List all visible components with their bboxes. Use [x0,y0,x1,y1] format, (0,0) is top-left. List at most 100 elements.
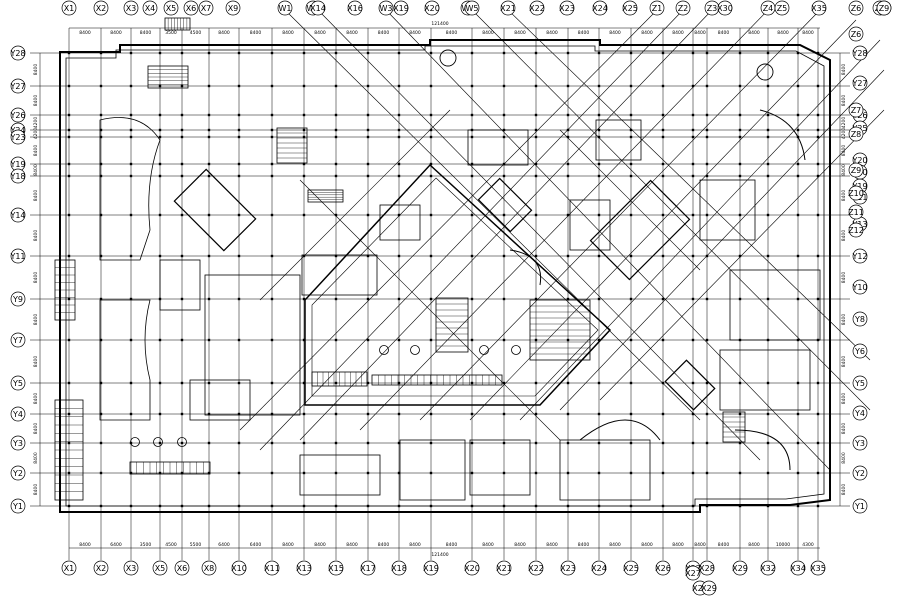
round-column [379,345,389,355]
diagonal-axes [239,9,885,471]
dim-total-bottom: 121400 [431,552,448,558]
top-axis-label-text: X2 [96,4,107,13]
column [502,254,506,258]
right-axis-label-circle [852,75,868,91]
diag-axis-label-text: Z10 [848,189,864,198]
column [180,128,184,132]
column [302,441,306,445]
left-axis-label-text: Y27 [9,82,25,91]
column [502,135,506,139]
column [302,84,306,88]
bottom-axis-label-circle [264,560,280,576]
left-axis-label-circle [10,332,26,348]
right-axis-label-text: Y19 [851,182,867,191]
column [796,128,800,132]
top-axis-label-circle [277,0,293,16]
top-axis-label-circle [592,0,608,16]
top-axis-label-text: X16 [347,4,363,13]
dim-text-bottom: 8400 [314,542,326,548]
column [67,254,71,258]
column [766,412,770,416]
column [629,441,633,445]
column [629,162,633,166]
column [302,338,306,342]
column [302,128,306,132]
right-axis-label-circle [852,435,868,451]
column [766,135,770,139]
column [470,51,474,55]
column [661,113,665,117]
column [129,441,133,445]
top-axis-label-text: X6 [186,4,197,13]
diag-axis-label-circle [848,204,864,220]
left-axis-label-text: Y9 [12,295,23,304]
column [470,84,474,88]
column [534,471,538,475]
left-curve-zone [99,117,161,261]
column [796,441,800,445]
top-axis-label-circle [811,0,827,16]
dim-text-right: 8400 [841,452,847,464]
column [207,441,211,445]
diag-axis-label-circle [848,185,864,201]
column [597,135,601,139]
column [67,213,71,217]
dim-text-bottom: 8400 [748,542,760,548]
left-axis-label-text: Y19 [9,160,25,169]
column [180,338,184,342]
column [661,135,665,139]
top-axis-label-text: X4 [145,4,156,13]
column [661,51,665,55]
column [397,338,401,342]
top-axis-label-circle [675,0,691,16]
column [129,338,133,342]
fan-symbol [756,63,774,81]
bottom-axis-label-circle [623,560,639,576]
dim-text-top: 8400 [694,30,706,36]
column [207,297,211,301]
column [766,297,770,301]
dim-text-top: 8400 [718,30,730,36]
column [597,51,601,55]
bottom-axis-label-circle [328,560,344,576]
dim-text-left: 4200 [33,117,39,129]
top-axis-label-text: X20 [424,4,440,13]
column [597,254,601,258]
bottom-axis-label-circle [296,560,312,576]
column [796,381,800,385]
column [99,113,103,117]
column [661,174,665,178]
column [705,471,709,475]
column [796,504,800,508]
column [397,162,401,166]
dim-text-top: 8400 [446,30,458,36]
bottom-axis-label-text: X1 [64,564,75,573]
column [816,254,820,258]
column [334,135,338,139]
column [158,213,162,217]
diagonal-axis-line [317,9,761,461]
bottom-axis-label-circle [391,560,407,576]
dim-text-bottom: 8400 [718,542,730,548]
dim-text-bottom: 4300 [802,542,814,548]
bottom-axis-label-circle [655,560,671,576]
dim-text-top: 3500 [165,30,177,36]
round-column [177,437,187,447]
right-axis-label-text: Y1 [854,502,865,511]
column [629,174,633,178]
column [67,135,71,139]
bottom-axis-label-text: X2 [96,564,107,573]
dim-total-top: 121400 [431,21,448,27]
dim-text-bottom: 8400 [694,542,706,548]
column [158,441,162,445]
right-axis-label-circle [852,311,868,327]
right-axis-label-text: Y3 [854,439,865,448]
column [738,174,742,178]
column [816,174,820,178]
column [334,51,338,55]
right-axis-label-text: Y5 [854,379,865,388]
dim-text-bottom: 8400 [609,542,621,548]
column [366,338,370,342]
column [99,51,103,55]
